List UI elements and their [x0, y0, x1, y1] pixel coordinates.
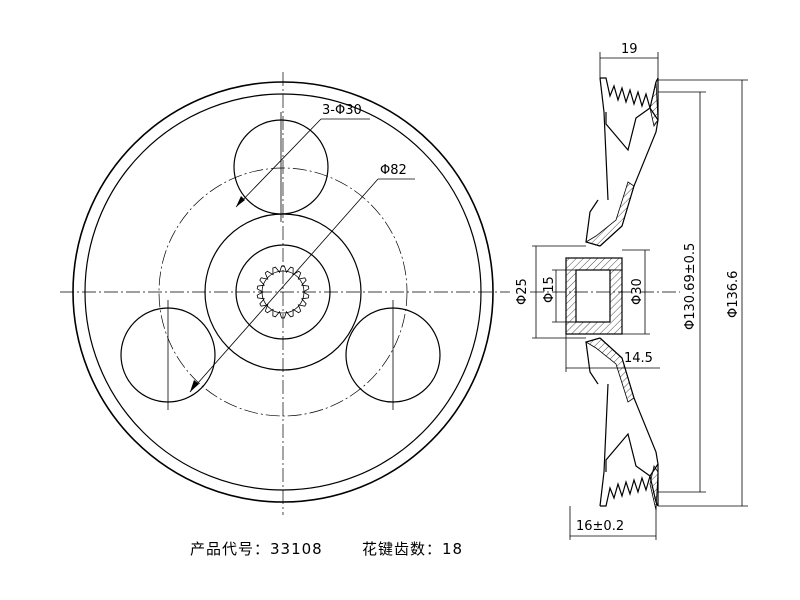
spline-tooth-profile	[256, 265, 310, 319]
d25-label: Φ25	[515, 278, 530, 305]
bottom-web-outline	[599, 337, 659, 477]
hatch-rim-top	[649, 81, 659, 128]
spline-teeth	[256, 265, 310, 319]
top-rim-inner	[599, 77, 609, 201]
pcd-dim-label: Φ82	[380, 163, 407, 178]
hole-dim-leader	[235, 118, 322, 208]
outer-rim-circle	[72, 81, 494, 503]
product-code-caption: 产品代号：33108	[190, 540, 323, 558]
front-view: 3-Φ30 Φ82	[60, 72, 510, 515]
hole-dim-label: 3-Φ30	[322, 103, 362, 118]
spline-root-circle	[261, 270, 305, 314]
top-web-outline	[599, 107, 659, 247]
dim19-label: 19	[621, 42, 638, 57]
pcd-dim-leader	[189, 178, 379, 393]
d15-label: Φ15	[542, 276, 557, 303]
bottom-rim-inner	[599, 383, 609, 507]
d30-label: Φ30	[630, 278, 645, 305]
top-rim-outline	[600, 77, 659, 109]
bottom-flange	[585, 337, 601, 385]
dim16-label: 16±0.2	[576, 519, 624, 534]
side-section-view: 19 16±0.2 Φ25 Φ15 Φ30 14.5 Φ130.69±0.5	[515, 42, 748, 540]
boss-circle	[235, 244, 331, 340]
bore	[575, 269, 611, 323]
hatch-web-top	[585, 181, 635, 247]
spline-teeth-caption: 花键齿数：18	[362, 540, 464, 558]
pcd-dim-arrow	[190, 380, 199, 392]
inner-rim-circle	[84, 93, 482, 491]
d14-label: 14.5	[624, 351, 653, 366]
pitch-circle	[158, 167, 408, 417]
hole-dim-arrow	[236, 196, 245, 207]
bottom-rim-outline	[600, 475, 659, 507]
d136-label: Φ136.6	[726, 271, 741, 318]
d130-label: Φ130.69±0.5	[683, 243, 698, 330]
